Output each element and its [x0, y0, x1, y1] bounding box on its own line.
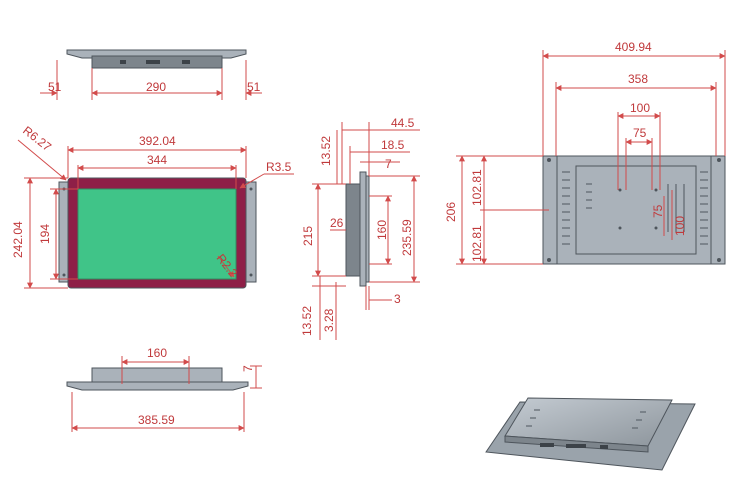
dim-side-height-left: 215: [301, 226, 315, 246]
dim-top-right: 51: [247, 80, 261, 94]
vent-center: [586, 183, 685, 232]
dim-side-hole-height: 160: [375, 220, 389, 240]
dim-side-depth-total: 44.5: [391, 116, 415, 130]
connector-icon: [146, 60, 160, 64]
dim-front-height-inner: 194: [38, 224, 52, 244]
dim-rear-vesa-100: 100: [630, 101, 650, 115]
dim-front-radius-corner: R6.27: [20, 123, 54, 154]
vesa-hole: [618, 226, 622, 230]
mount-hole: [717, 258, 721, 262]
dim-side-bottom-small: 3.28: [322, 308, 336, 332]
side-view-body: [345, 183, 361, 277]
iso-vents: [526, 409, 646, 429]
dim-rear-width-outer: 409.94: [615, 40, 652, 54]
rear-view-panel: [542, 155, 726, 265]
dim-front-width-outer: 392.04: [139, 134, 176, 148]
front-view: 392.04 344 R6.27 R3.5 R2.2 242.04 194: [11, 123, 294, 289]
top-view: 51 290 51: [40, 49, 262, 100]
mount-hole: [547, 258, 551, 262]
side-view-flange: [359, 171, 367, 287]
dim-bottom-right: 7: [241, 365, 255, 372]
dim-rear-half-lower: 102.81: [470, 225, 484, 262]
isometric-view: [485, 397, 696, 471]
mount-hole: [249, 187, 253, 191]
dim-rear-width-holes: 358: [628, 72, 648, 86]
port-icon: [600, 445, 608, 449]
mount-hole: [249, 273, 253, 277]
dim-side-hole-depth: 26: [330, 216, 344, 230]
vesa-hole: [654, 226, 658, 230]
vent-right: [700, 171, 708, 245]
mount-bracket-left: [58, 181, 69, 283]
dim-front-radius-small: R3.5: [266, 160, 292, 174]
mount-hole: [62, 273, 66, 277]
bottom-view-body: [91, 367, 223, 383]
dim-front-height-outer: 242.04: [11, 221, 25, 258]
vesa-hole: [618, 188, 622, 192]
dim-bottom-width: 385.59: [138, 413, 175, 427]
dim-rear-height: 206: [444, 202, 458, 222]
connector-icon: [540, 443, 554, 447]
port-icon: [182, 60, 190, 64]
port-icon: [120, 60, 126, 64]
dim-rear-half-upper: 102.81: [470, 169, 484, 206]
dim-front-width-inner: 344: [147, 153, 167, 167]
mount-hole: [717, 158, 721, 162]
dim-side-bottom-right: 3: [394, 292, 401, 306]
vesa-hole: [654, 188, 658, 192]
dim-side-height-right: 235.59: [400, 219, 414, 256]
dim-top-left: 51: [48, 80, 62, 94]
connector-icon: [566, 444, 586, 448]
mount-hole: [547, 158, 551, 162]
mount-bracket-right: [245, 181, 257, 283]
dim-rear-vert-75: 75: [651, 204, 665, 218]
side-view: 44.5 18.5 7 13.52 215 26 160 235.59 13.5…: [300, 116, 420, 340]
dim-top-mid: 290: [146, 80, 166, 94]
dim-side-bottom-offset: 13.52: [300, 306, 314, 336]
dim-side-top-offset: 13.52: [319, 136, 333, 166]
dim-side-depth-mid: 18.5: [381, 138, 405, 152]
dim-rear-vesa-75: 75: [633, 126, 647, 140]
bottom-view-flange: [66, 381, 249, 391]
dim-bottom-span: 160: [147, 346, 167, 360]
dim-side-depth-front: 7: [385, 157, 392, 171]
side-view-front: [365, 175, 370, 283]
bottom-view: 160 7 385.59: [66, 346, 262, 432]
dim-rear-vert-100: 100: [673, 216, 687, 236]
rear-view: 409.94 358 100 75 206 102.81 102.81 75 1…: [444, 40, 726, 265]
display-screen: [77, 188, 237, 280]
vent-left: [562, 171, 570, 245]
